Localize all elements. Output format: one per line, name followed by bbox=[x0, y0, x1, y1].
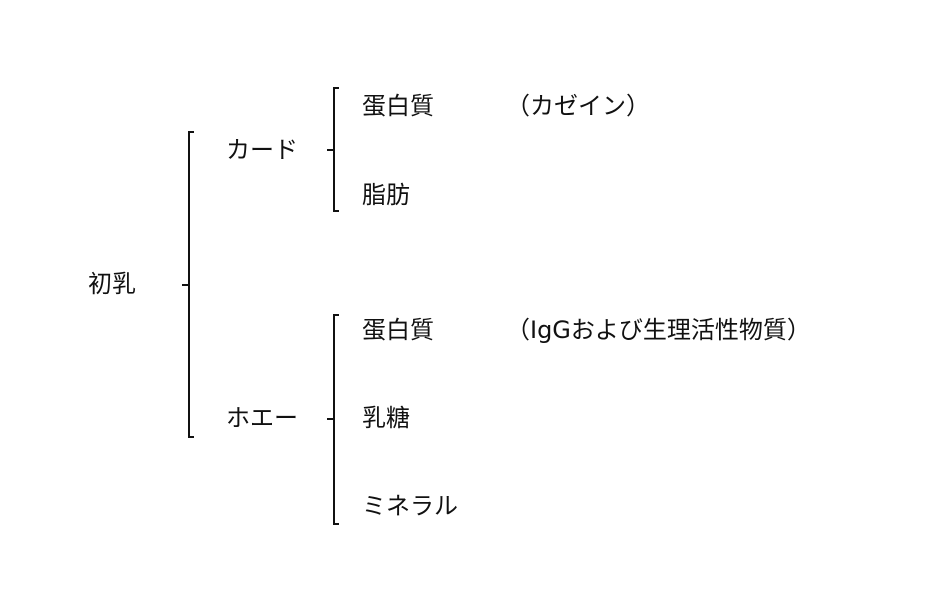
whey-connector bbox=[327, 418, 335, 420]
curd-item-protein: 蛋白質 bbox=[362, 92, 434, 120]
main-bracket bbox=[188, 131, 194, 438]
curd-item-protein-note: （カゼイン） bbox=[506, 92, 650, 120]
curd-label: カード bbox=[226, 136, 298, 164]
whey-label: ホエー bbox=[226, 404, 298, 432]
whey-item-lactose: 乳糖 bbox=[362, 404, 410, 432]
root-label: 初乳 bbox=[88, 270, 136, 298]
curd-item-fat: 脂肪 bbox=[362, 181, 410, 209]
root-connector bbox=[182, 284, 190, 286]
curd-connector bbox=[327, 149, 335, 151]
whey-item-protein-note: （IgGおよび生理活性物質） bbox=[506, 316, 811, 344]
curd-bracket bbox=[333, 87, 339, 212]
whey-item-minerals: ミネラル bbox=[362, 492, 458, 520]
whey-item-protein: 蛋白質 bbox=[362, 316, 434, 344]
whey-bracket bbox=[333, 314, 339, 525]
